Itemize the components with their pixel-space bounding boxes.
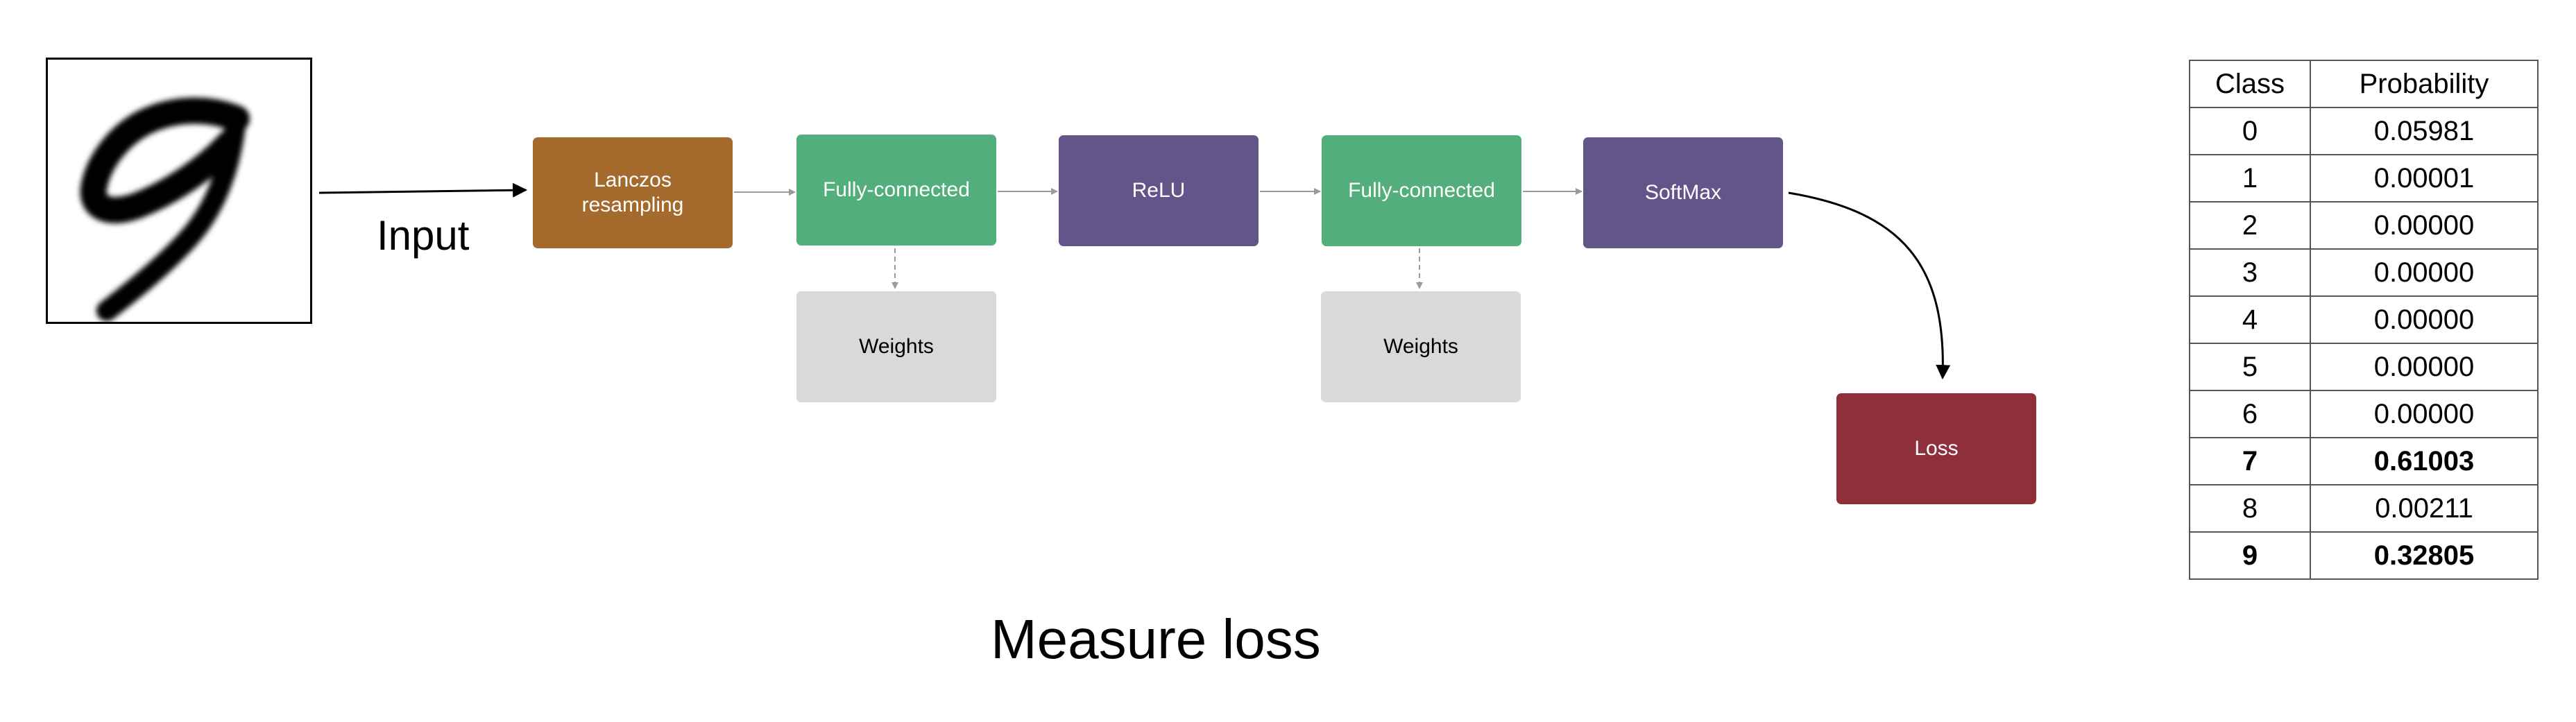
- caption: Measure loss: [991, 608, 1321, 670]
- probability-cell: 0.00001: [2310, 154, 2539, 203]
- weights-node-1: Weights: [796, 291, 996, 402]
- probability-cell: 0.00000: [2310, 248, 2539, 297]
- relu-label: ReLU: [1132, 179, 1186, 202]
- probability-cell: 0.61003: [2310, 437, 2539, 485]
- probability-cell: 0.00000: [2310, 201, 2539, 250]
- class-cell: 2: [2189, 201, 2311, 250]
- relu-node: ReLU: [1059, 135, 1259, 246]
- loss-node: Loss: [1836, 393, 2036, 504]
- probability-cell: 0.00000: [2310, 295, 2539, 344]
- probability-cell: 0.00211: [2310, 484, 2539, 533]
- class-cell: 0: [2189, 107, 2311, 155]
- probability-cell: 0.00000: [2310, 390, 2539, 438]
- probability-cell: 0.32805: [2310, 531, 2539, 580]
- fully-connected-label-1: Fully-connected: [823, 178, 970, 201]
- softmax-node: SoftMax: [1583, 137, 1783, 248]
- probability-cell: 0.00000: [2310, 343, 2539, 391]
- class-cell: 7: [2189, 437, 2311, 485]
- header-class: Class: [2189, 60, 2311, 108]
- softmax-loss-arrow: [1788, 191, 1951, 380]
- probability-cell: 0.05981: [2310, 107, 2539, 155]
- class-cell: 8: [2189, 484, 2311, 533]
- class-cell: 6: [2189, 390, 2311, 438]
- header-probability: Probability: [2310, 60, 2539, 108]
- class-cell: 9: [2189, 531, 2311, 580]
- input-digit-image: [46, 58, 312, 324]
- loss-label: Loss: [1914, 437, 1959, 460]
- class-cell: 1: [2189, 154, 2311, 203]
- lanczos-resampling-label: Lanczos resampling: [581, 169, 684, 216]
- input-arrow: [318, 182, 528, 198]
- input-label: Input: [377, 212, 470, 259]
- handwritten-nine-glyph: [80, 97, 250, 321]
- weights-label-2: Weights: [1383, 335, 1458, 358]
- fully-connected-label-2: Fully-connected: [1348, 179, 1495, 202]
- fully-connected-node-1: Fully-connected: [796, 135, 996, 246]
- weights-label-1: Weights: [859, 335, 934, 358]
- class-cell: 3: [2189, 248, 2311, 297]
- class-cell: 5: [2189, 343, 2311, 391]
- weights-node-2: Weights: [1321, 291, 1521, 402]
- table-header-row: Class Probability: [2189, 60, 2539, 108]
- lanczos-resampling-node: Lanczos resampling: [533, 137, 733, 248]
- fully-connected-node-2: Fully-connected: [1322, 135, 1521, 246]
- softmax-label: SoftMax: [1644, 181, 1722, 204]
- class-cell: 4: [2189, 295, 2311, 344]
